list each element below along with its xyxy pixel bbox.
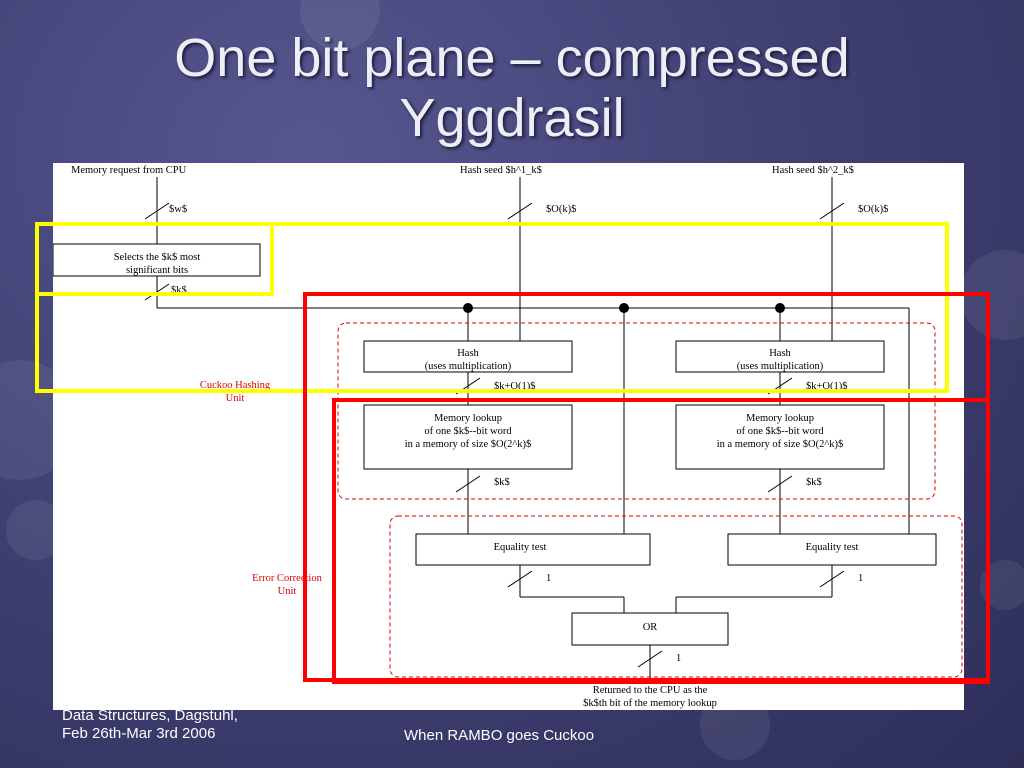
cuckoo-unit-label-1: Cuckoo Hashing bbox=[200, 380, 271, 391]
memory-1-output-width: $k$ bbox=[494, 477, 510, 488]
memory-1-line1: Memory lookup bbox=[434, 413, 502, 424]
footer-event: Data Structures, Dagstuhl, Feb 26th-Mar … bbox=[62, 707, 238, 743]
slide-title-line1: One bit plane – compressed bbox=[174, 28, 850, 88]
memory-1-line3: in a memory of size $O(2^k)$ bbox=[405, 439, 532, 450]
or-output-width: 1 bbox=[676, 653, 681, 664]
equality-test-box-2 bbox=[727, 533, 937, 566]
memory-2-line2: of one $k$--bit word bbox=[736, 426, 824, 437]
error-correction-label-2: Unit bbox=[278, 586, 297, 597]
hash-2-title: Hash bbox=[769, 348, 791, 359]
footer-talk-title: When RAMBO goes Cuckoo bbox=[404, 727, 595, 744]
or-gate-box bbox=[571, 612, 729, 646]
architecture-diagram: Memory request from CPU Hash seed $h^1_k… bbox=[53, 165, 963, 709]
error-correction-unit-region bbox=[389, 515, 963, 678]
equality-test-2-label: Equality test bbox=[806, 542, 859, 553]
red-highlight-inner bbox=[332, 398, 990, 684]
cuckoo-hashing-unit-region bbox=[337, 322, 936, 500]
diagram-panel: Memory request from CPU Hash seed $h^1_k… bbox=[53, 163, 964, 710]
hash-box-2 bbox=[675, 340, 885, 373]
bus-width-ok-label-2: $O(k)$ bbox=[858, 204, 888, 215]
hash-1-title: Hash bbox=[457, 348, 479, 359]
hash-seed-1-label: Hash seed $h^1_k$ bbox=[460, 165, 542, 176]
equality-test-1-label: Equality test bbox=[494, 542, 547, 553]
hash-box-1 bbox=[363, 340, 573, 373]
error-correction-label-1: Error Correction bbox=[252, 573, 322, 584]
or-gate-label: OR bbox=[643, 622, 658, 633]
equality-2-output-width: 1 bbox=[858, 573, 863, 584]
hash-seed-2-label: Hash seed $h^2_k$ bbox=[772, 165, 854, 176]
output-label-2: $k$th bit of the memory lookup bbox=[583, 698, 717, 709]
cpu-input-label: Memory request from CPU bbox=[71, 165, 187, 176]
footer-event-line1: Data Structures, Dagstuhl, bbox=[62, 707, 238, 724]
footer-event-line2: Feb 26th-Mar 3rd 2006 bbox=[62, 725, 216, 742]
hash-2-subtitle: (uses multiplication) bbox=[737, 361, 824, 372]
equality-test-box-1 bbox=[415, 533, 651, 566]
hash-2-output-width: $k+O(1)$ bbox=[806, 381, 848, 392]
select-bits-text-2: significant bits bbox=[126, 265, 188, 276]
junction-dot bbox=[463, 303, 473, 313]
memory-2-line3: in a memory of size $O(2^k)$ bbox=[717, 439, 844, 450]
hash-1-subtitle: (uses multiplication) bbox=[425, 361, 512, 372]
select-bits-box bbox=[53, 243, 261, 277]
yellow-highlight-select-box bbox=[35, 222, 274, 296]
memory-lookup-box-1 bbox=[363, 404, 573, 470]
junction-dot bbox=[775, 303, 785, 313]
hash-1-output-width: $k+O(1)$ bbox=[494, 381, 536, 392]
memory-2-line1: Memory lookup bbox=[746, 413, 814, 424]
memory-lookup-box-2 bbox=[675, 404, 885, 470]
bus-width-ok-label-1: $O(k)$ bbox=[546, 204, 576, 215]
yellow-highlight-hash-row bbox=[35, 222, 949, 393]
cuckoo-unit-label-2: Unit bbox=[226, 393, 245, 404]
junction-dot bbox=[619, 303, 629, 313]
bus-width-k-label: $k$ bbox=[171, 285, 187, 296]
select-bits-text-1: Selects the $k$ most bbox=[114, 252, 201, 263]
output-label-1: Returned to the CPU as the bbox=[593, 685, 708, 696]
memory-1-line2: of one $k$--bit word bbox=[424, 426, 512, 437]
slide-title: One bit plane – compressed Yggdrasil bbox=[0, 28, 1024, 148]
bus-width-w-label: $w$ bbox=[169, 204, 187, 215]
slide-title-line2: Yggdrasil bbox=[399, 88, 625, 148]
equality-1-output-width: 1 bbox=[546, 573, 551, 584]
memory-2-output-width: $k$ bbox=[806, 477, 822, 488]
